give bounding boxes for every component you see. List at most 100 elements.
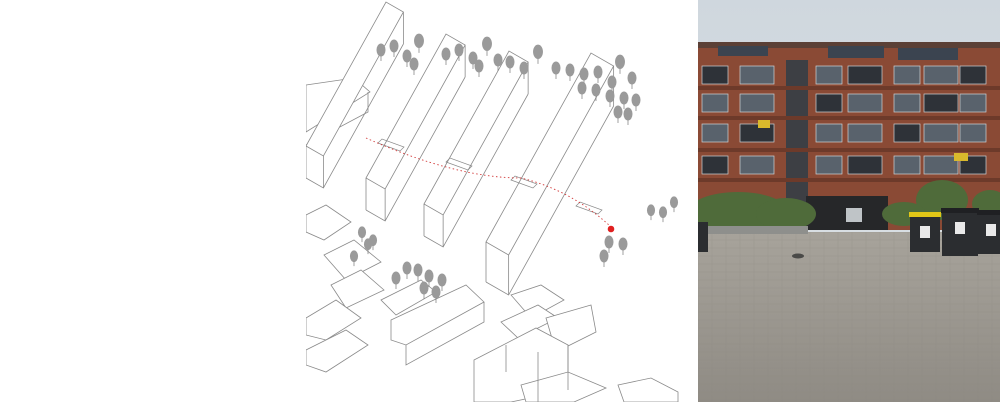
photo-canvas xyxy=(698,0,1000,402)
stairwell-recess xyxy=(786,60,808,210)
tree-icon xyxy=(424,269,434,287)
curb xyxy=(698,226,808,234)
tree-crown xyxy=(468,51,478,65)
waste-bin-label xyxy=(986,224,996,236)
tree-icon xyxy=(441,47,451,65)
yellow-accent xyxy=(954,153,968,161)
tree-crown xyxy=(577,81,587,95)
rooftop-panels xyxy=(898,48,958,60)
balcony-slab xyxy=(698,178,1000,182)
tree-crown xyxy=(474,59,484,73)
bridge xyxy=(377,138,405,152)
context-buildings xyxy=(306,77,679,402)
balcony-slab xyxy=(698,116,1000,120)
tree-crown xyxy=(391,271,401,285)
tree-crown xyxy=(368,234,378,247)
tree-crown xyxy=(519,61,529,75)
tree-crown xyxy=(419,281,429,295)
waste-bin-left xyxy=(698,222,708,252)
window xyxy=(701,65,729,85)
window xyxy=(701,123,729,143)
diagram-canvas xyxy=(306,1,679,402)
window xyxy=(847,65,883,85)
tree-icon xyxy=(409,57,419,75)
window xyxy=(739,65,775,85)
cobblestone-texture xyxy=(698,232,1000,402)
tree-icon xyxy=(468,51,478,69)
window xyxy=(959,123,987,143)
tree-icon xyxy=(627,71,637,89)
window xyxy=(815,123,843,143)
tree-crown xyxy=(627,71,637,85)
tree-crown xyxy=(551,61,561,75)
building-block-2 xyxy=(365,33,466,222)
balcony-slab xyxy=(698,86,1000,90)
bridge xyxy=(510,175,538,189)
tree-crown xyxy=(533,44,543,59)
window xyxy=(893,65,921,85)
tree-crown xyxy=(605,89,615,103)
manhole-cover xyxy=(792,253,804,259)
tree-crown xyxy=(431,285,441,299)
window xyxy=(815,65,843,85)
tree-icon xyxy=(431,285,441,303)
tree-crown xyxy=(389,39,399,53)
waste-bin-label xyxy=(955,222,965,234)
tree-icon xyxy=(349,250,359,267)
tree-crown xyxy=(565,63,575,77)
tree-icon xyxy=(618,237,628,255)
tree-crown xyxy=(482,36,492,51)
walking-route xyxy=(365,137,611,227)
window xyxy=(923,65,959,85)
context-building xyxy=(405,302,485,366)
tree-crown xyxy=(646,204,656,217)
context-building xyxy=(520,371,608,402)
window xyxy=(923,93,959,113)
tree-crown xyxy=(454,43,464,57)
balcony-slab xyxy=(698,148,1000,152)
blank-left-panel xyxy=(0,0,306,402)
window xyxy=(923,123,959,143)
window xyxy=(701,93,729,113)
hedge xyxy=(756,198,816,230)
tree-icon xyxy=(414,33,424,53)
tree-icon xyxy=(631,93,641,111)
rooftop-panels xyxy=(718,46,768,56)
window xyxy=(893,93,921,113)
tree-icon xyxy=(551,61,561,79)
context-building xyxy=(306,329,369,373)
tree-icon xyxy=(357,226,367,243)
tree-icon xyxy=(368,234,378,251)
context-building xyxy=(390,284,485,346)
tree-crown xyxy=(349,250,359,263)
window xyxy=(815,155,843,175)
window xyxy=(847,155,883,175)
tree-icon xyxy=(402,49,412,67)
tree-crown xyxy=(593,65,603,79)
tree-icon xyxy=(565,63,575,81)
passage-light xyxy=(846,208,862,222)
tree-icon xyxy=(437,273,447,291)
building-block-1 xyxy=(306,1,404,189)
tree-icon xyxy=(419,281,429,299)
tree-crown xyxy=(604,235,614,249)
tree-icon xyxy=(389,39,399,57)
building-photo xyxy=(698,0,1000,402)
location-marker xyxy=(607,225,615,233)
tree-icon xyxy=(623,107,633,125)
building-block-4 xyxy=(485,52,615,296)
window xyxy=(739,123,775,143)
tree-icon xyxy=(658,206,668,223)
bridge xyxy=(575,201,603,215)
window xyxy=(959,93,987,113)
window xyxy=(701,155,729,175)
tree-crown xyxy=(413,263,423,277)
tree-icon xyxy=(482,36,492,56)
context-building xyxy=(306,204,352,241)
tree-crown xyxy=(493,53,503,67)
tree-crown xyxy=(615,54,625,69)
tree-icon xyxy=(376,43,386,61)
connecting-bridges xyxy=(377,138,603,215)
bridge xyxy=(445,157,473,171)
